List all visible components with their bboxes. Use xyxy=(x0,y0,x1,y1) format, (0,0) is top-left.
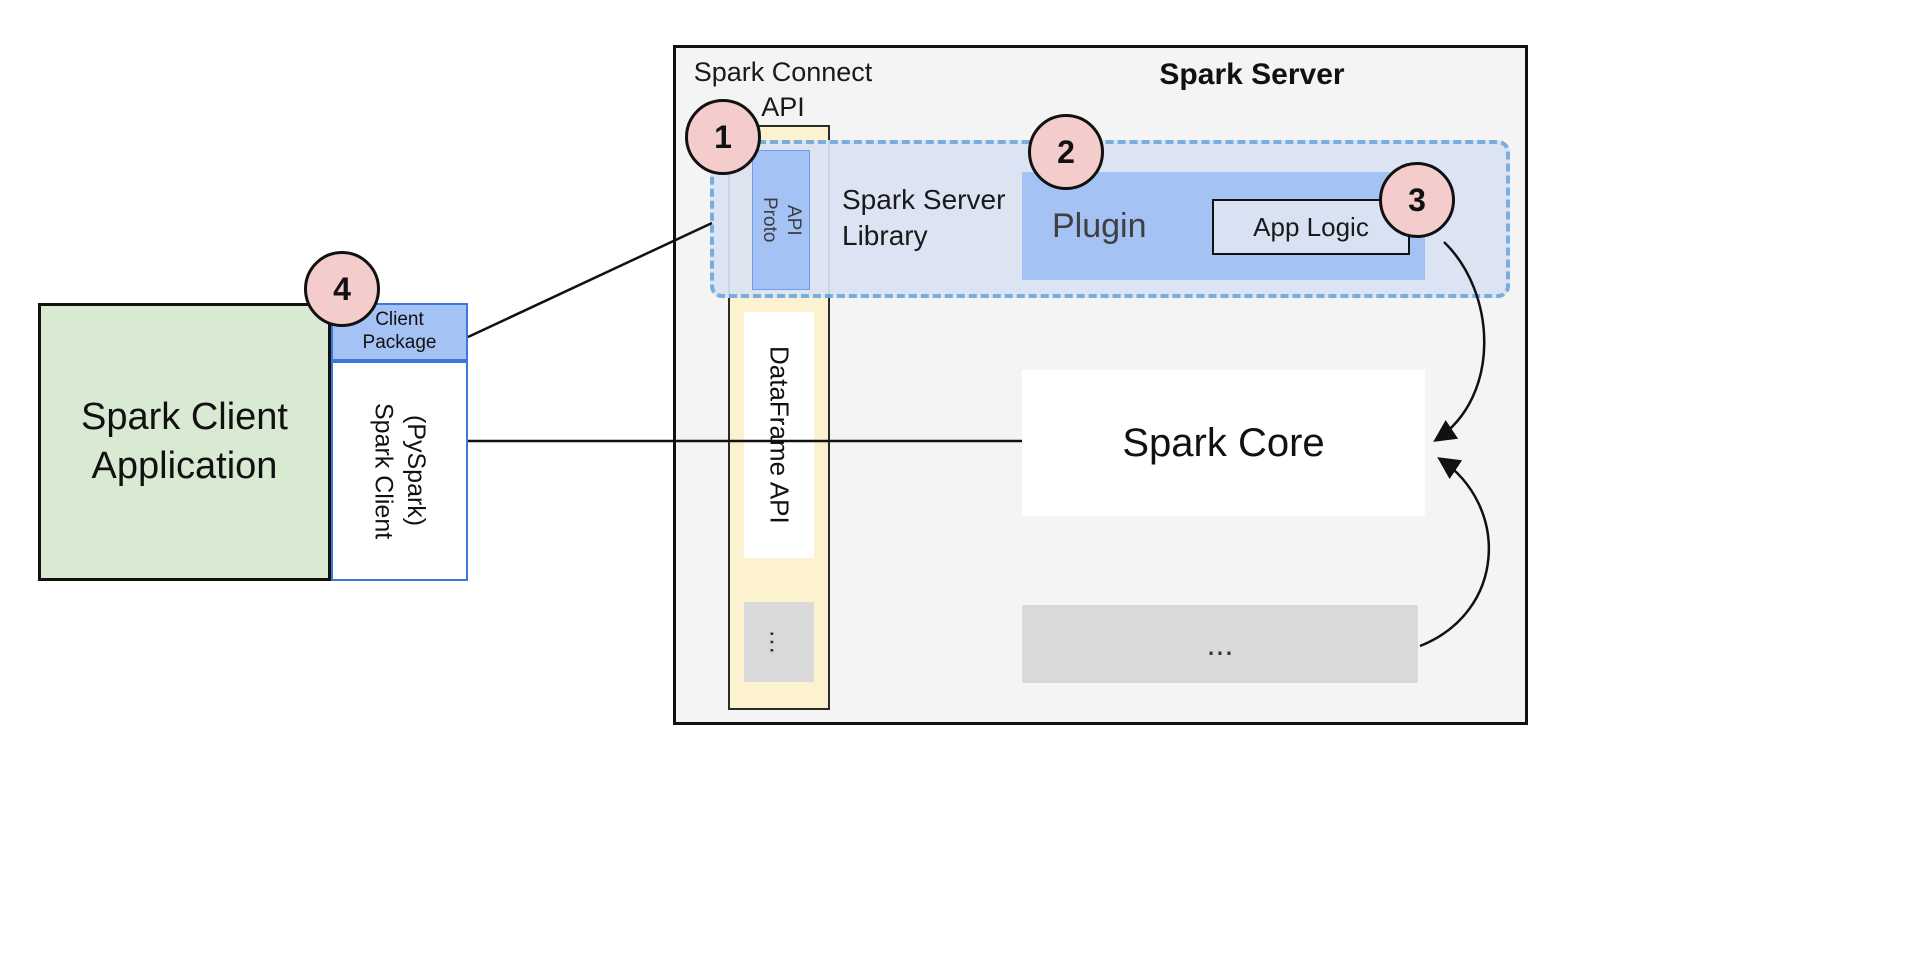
core-ellipsis-label: ... xyxy=(1206,625,1234,662)
spark-client-box: Spark Client (PySpark) xyxy=(331,361,468,581)
spark-client-application-label: Spark Client Application xyxy=(81,395,288,487)
plugin-label: Plugin xyxy=(1052,206,1147,245)
app-logic-box: App Logic xyxy=(1212,199,1410,255)
badge-4: 4 xyxy=(304,251,380,327)
spark-client-application-box: Spark Client Application xyxy=(38,303,331,581)
spark-core-label: Spark Core xyxy=(1122,420,1325,465)
proto-api-label: Proto API xyxy=(759,197,804,243)
proto-api-box: Proto API xyxy=(752,150,810,290)
client-package-label: Client Package xyxy=(362,309,437,353)
spark-server-title: Spark Server xyxy=(1159,58,1345,91)
badge-1: 1 xyxy=(685,99,761,175)
dataframe-api-box: DataFrame API xyxy=(744,312,814,558)
core-ellipsis-box: ... xyxy=(1022,605,1418,683)
api-ellipsis-label: … xyxy=(764,629,795,655)
spark-server-library-label: Spark Server Library xyxy=(842,184,1006,252)
api-ellipsis-box: … xyxy=(744,602,814,682)
spark-client-label: Spark Client (PySpark) xyxy=(369,402,431,540)
spark-connect-api-label: Spark Connect API xyxy=(693,57,873,123)
client-package-box: Client Package xyxy=(331,303,468,361)
badge-2: 2 xyxy=(1028,114,1104,190)
dataframe-api-label: DataFrame API xyxy=(764,346,795,524)
badge-3: 3 xyxy=(1379,162,1455,238)
app-logic-label: App Logic xyxy=(1253,211,1369,242)
spark-core-box: Spark Core xyxy=(1022,370,1425,516)
